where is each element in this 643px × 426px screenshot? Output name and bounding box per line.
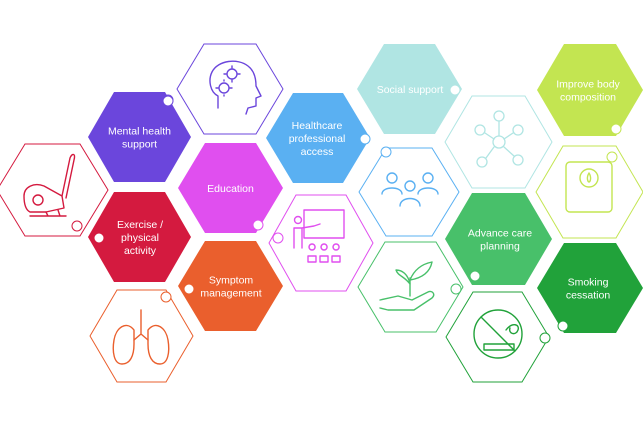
dot-icon — [71, 220, 83, 232]
dot-icon — [606, 151, 618, 163]
dot-icon — [469, 270, 481, 282]
hex-label-line: professional — [289, 133, 346, 145]
hex-label: Social support — [377, 84, 444, 96]
hex-label-line: Exercise / — [117, 219, 163, 231]
hex-label-line: management — [200, 288, 261, 300]
no-smoking-icon — [473, 309, 523, 359]
teacher-presentation-icon — [293, 209, 345, 263]
hex-label-line: Symptom — [209, 275, 254, 287]
dot-icon — [359, 133, 371, 145]
hex-label-line: physical — [121, 232, 159, 244]
hex-label-line: support — [122, 139, 157, 151]
dot-icon — [450, 283, 462, 295]
hex-label-line: planning — [480, 241, 520, 253]
hex-no-smoking — [445, 291, 551, 383]
hex-label-line: Smoking — [568, 277, 609, 289]
dot-icon — [449, 84, 461, 96]
group-people-icon — [381, 172, 439, 207]
dot-icon — [183, 283, 195, 295]
dot-icon — [557, 320, 569, 332]
hex-education[interactable]: Education — [178, 143, 283, 233]
hex-label-line: Education — [207, 183, 254, 195]
hex-elliptical-trainer — [0, 143, 109, 237]
dot-icon — [252, 219, 264, 231]
hex-label: Education — [207, 183, 254, 195]
hex-label-line: composition — [560, 92, 616, 104]
dot-icon — [93, 232, 105, 244]
hex-scale — [535, 145, 643, 239]
dot-icon — [539, 332, 551, 344]
hex-label-line: access — [301, 146, 334, 158]
hand-plant-icon — [379, 261, 435, 311]
hex-label-line: Advance care — [468, 228, 532, 240]
dot-icon — [610, 123, 622, 135]
dot-icon — [162, 95, 174, 107]
hex-label-line: Healthcare — [292, 120, 343, 132]
hex-label-line: Mental health — [108, 126, 171, 138]
hex-label-line: cessation — [566, 290, 611, 302]
dot-icon — [272, 232, 284, 244]
hex-social-network — [444, 84, 553, 189]
brain-gears-icon — [209, 60, 262, 115]
hex-label-line: activity — [124, 245, 157, 257]
hex-teacher — [268, 194, 374, 292]
hex-social-support[interactable]: Social support — [357, 44, 462, 134]
hex-lungs — [89, 289, 194, 383]
hex-group-people — [358, 146, 460, 237]
lungs-icon — [112, 309, 170, 365]
dot-icon — [380, 146, 392, 158]
dot-icon — [160, 291, 172, 303]
hex-label-line: Social support — [377, 84, 444, 96]
scale-icon — [565, 161, 613, 213]
hex-label-line: Improve body — [556, 79, 620, 91]
elliptical-trainer-icon — [23, 153, 76, 217]
social-network-icon — [474, 110, 524, 168]
hex-hand-plant — [357, 241, 464, 333]
